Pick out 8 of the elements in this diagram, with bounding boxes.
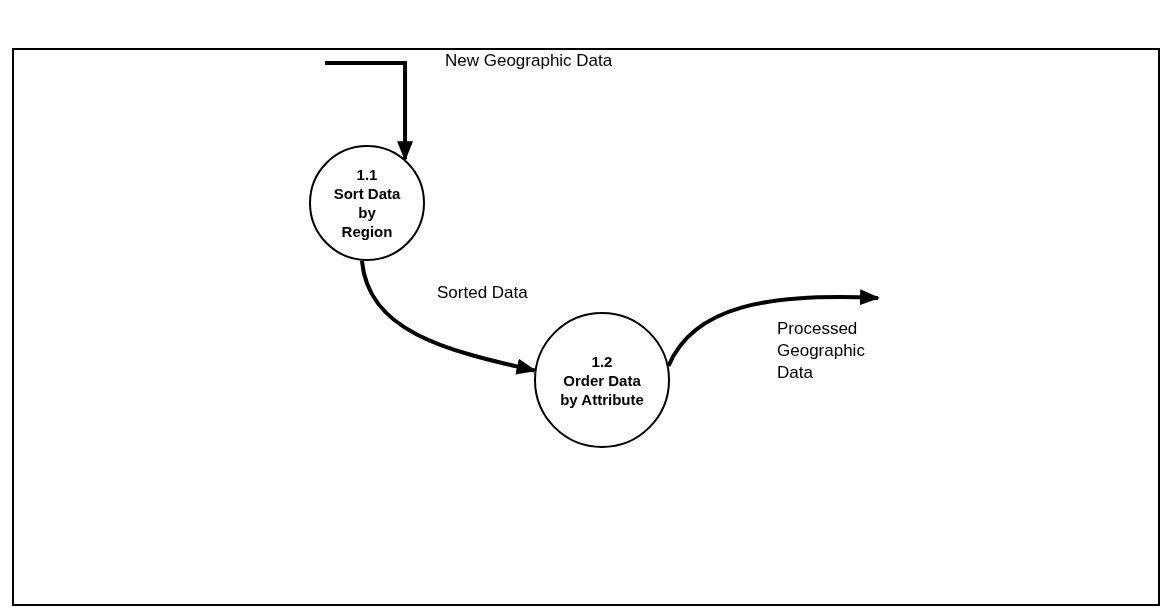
edge-label: Processed Geographic Data [777,318,866,384]
process-name: Sort Data by Region [332,184,402,241]
process-number: 1.1 [356,165,378,184]
arrow [325,61,414,162]
process-name: Order Data by Attribute [560,370,644,409]
edge-label: New Geographic Data [445,50,614,72]
edge-label: Sorted Data [437,282,529,304]
process-number: 1.2 [591,351,613,371]
